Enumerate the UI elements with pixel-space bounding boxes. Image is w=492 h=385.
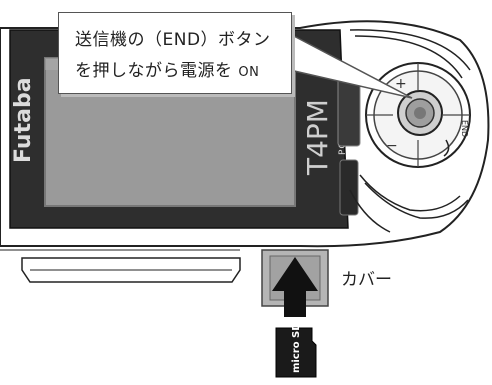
model-logo: T4PM (301, 99, 334, 176)
instruction-callout: 送信機の（END）ボタン を押しながら電源を ON (58, 12, 292, 94)
minus-label: − (386, 138, 398, 154)
cover-label: カバー (341, 270, 392, 290)
insert-arrow (272, 257, 318, 317)
callout-line-2: を押しながら電源を ON (75, 56, 259, 81)
sd-card-label: micro SD (291, 322, 302, 373)
plus-label: + (395, 76, 407, 92)
end-label: END (460, 120, 469, 137)
callout-on-text: ON (238, 65, 260, 80)
callout-line-1: 送信機の（END）ボタン (75, 30, 271, 50)
callout-line-2-text: を押しながら電源を (75, 61, 233, 81)
microsd-card: micro SD (275, 322, 317, 378)
brand-logo: Futaba (11, 77, 36, 163)
